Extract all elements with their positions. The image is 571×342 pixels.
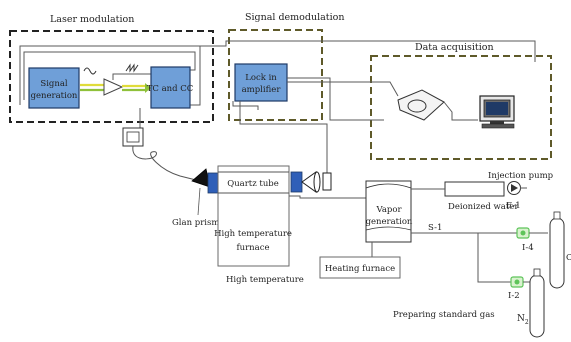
tc-cc-label: TC and CC [147,84,194,94]
heating-furnace[interactable] [319,256,401,279]
valve-i2-icon[interactable] [510,276,524,288]
gas-cylinder-right [549,211,565,289]
deionized-water-label: Deionized water [448,202,519,212]
right-window [290,171,303,193]
furnace-label-2: furnace [236,243,269,253]
feedback-wire [112,73,152,80]
s1-label: S-1 [428,223,442,233]
laser-control-wire-inner [23,51,196,100]
injection-pump-label: Injection pump [488,171,554,181]
n2-label: N2 [517,314,529,326]
data-acquisition-group [370,55,552,160]
signal-generation-label-1: Signal [40,79,68,89]
vapor-generation-label-2: generation [366,217,413,227]
photodetector [322,172,332,191]
top-bus-wire [200,40,536,62]
arrowhead-to-tc [145,83,151,93]
i4-label: I-4 [522,243,534,253]
i2-label: I-2 [508,291,520,301]
daq-to-computer-wire [443,101,478,121]
lockin-to-daq-wire [287,81,399,97]
glan-prism-label: Glan prism [172,218,219,228]
valve-i4-icon[interactable] [516,227,530,239]
preparing-standard-gas-label: Preparing standard gas [393,310,495,320]
detector-return-wire [239,101,328,180]
lockin-to-daq-wire-2 [287,77,384,121]
tube-outlet-line [289,195,366,199]
furnace-label-1: High temperature [214,229,292,239]
vapor-generation-label-1: Vapor [375,205,402,215]
lens-icon [301,171,321,193]
data-acquisition-title: Data acquisition [415,42,494,53]
branch-line-i2 [477,233,514,283]
fiber-coupler-icon [122,127,144,147]
laser-modulation-group [9,30,214,123]
laser-modulation-title: Laser modulation [50,14,134,25]
adder-triangle [103,78,124,96]
quartz-tube-label: Quartz tube [227,179,279,189]
lock-in-label-1: Lock in [245,73,277,83]
signal-demodulation-group [228,29,323,121]
n2-cylinder [529,268,545,338]
n2-main: N [517,314,525,324]
e1-label: E-1 [506,201,521,211]
signal-generation-module[interactable] [28,67,80,109]
heating-furnace-label: Heating furnace [325,264,395,274]
deionized-water-syringe [444,181,505,197]
reference-wire [232,101,259,110]
lock-in-amplifier-module[interactable] [234,63,288,102]
high-temperature-furnace[interactable] [217,165,290,267]
sawtooth-wave-icon [125,63,139,73]
signal-demodulation-title: Signal demodulation [245,12,345,23]
high-temperature-caption: High temperature [226,275,304,285]
sine-wave-icon [83,67,97,75]
lock-in-label-2: amplifier [242,85,282,95]
optical-fiber [132,145,197,181]
injection-pump-icon[interactable] [507,181,521,195]
signal-generation-label-2: generation [31,91,78,101]
n2-subscript: 2 [525,319,529,326]
glan-prism-leader [197,187,201,216]
cylinder-cut-label: C [566,253,571,263]
tc-cc-module[interactable] [150,66,191,109]
left-window [207,172,220,194]
daq-card-icon [397,89,445,121]
computer-icon[interactable] [479,95,515,129]
vapor-generation-vessel[interactable] [365,180,412,243]
